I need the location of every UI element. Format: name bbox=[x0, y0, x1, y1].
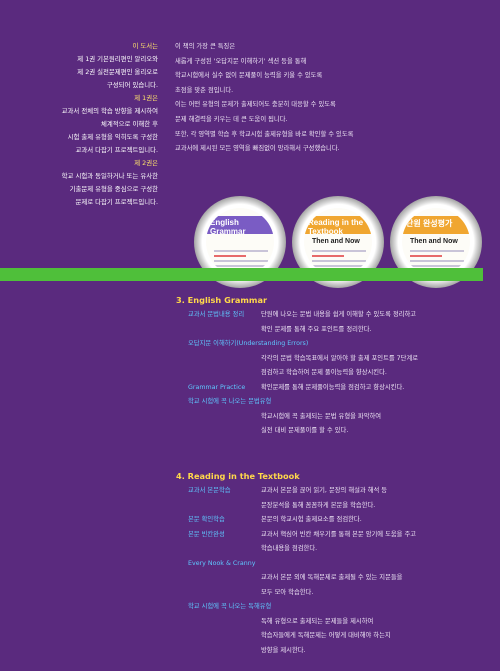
intro-right-line: 또한, 각 영역별 학습 후 학교시험 출제유형을 바로 확인할 수 있도록 bbox=[175, 130, 354, 138]
intro-left-line: 구성되어 있습니다. bbox=[106, 81, 158, 89]
thumbnail-page: English Grammar bbox=[206, 208, 274, 276]
item-description: 점검하고 학습하여 문제 풀이능력을 향상시킨다. bbox=[261, 369, 387, 376]
intro-left-line: 제 2권은 bbox=[134, 159, 158, 167]
item-row: 본문 빈칸완성 교과서 핵심어 빈칸 채우기를 통해 본문 암기에 도움을 주고 bbox=[176, 528, 486, 543]
intro-left-line: 이 도서는 bbox=[132, 42, 158, 50]
intro-left-line: 제 2권 실전문제편인 올리오로 bbox=[77, 68, 158, 76]
item-description: 교과서 본문을 끊어 읽기, 문장의 해설과 해석 등 bbox=[261, 487, 388, 494]
intro-right-line: 교과서에 제시된 모든 영역을 빠짐없이 망라해서 구성했습니다. bbox=[175, 145, 340, 153]
item-description: 교과서 본문 외에 독해문제로 출제될 수 있는 지문들을 bbox=[261, 574, 403, 581]
item-description: 문장분석을 통해 꼼꼼하게 본문을 학습한다. bbox=[261, 501, 376, 509]
item-row: 교과서 본문학습 교과서 본문을 끊어 읽기, 문장의 해설과 해석 등 bbox=[176, 484, 486, 499]
item-label: 오답지문 이해하기(Understanding Errors) bbox=[188, 340, 309, 347]
item-description: 교과서 핵심어 빈칸 채우기를 통해 본문 암기에 도움을 주고 bbox=[261, 530, 417, 538]
intro-left-line: 시험 출제 유형을 익히도록 구성한 bbox=[67, 133, 158, 141]
item-description: 확인문제를 통해 문제풀이능력을 점검하고 향상시킨다. bbox=[261, 383, 405, 391]
thumbnail-heading: Then and Now bbox=[410, 238, 458, 245]
item-description: 확인 문제를 통해 주요 포인트를 정리한다. bbox=[261, 325, 372, 333]
intro-left-line: 교과서 전체의 학습 방향을 제시하여 bbox=[61, 107, 158, 115]
intro-right-line: 새롭게 구성된 '오답지문 이해하기' 섹션 등을 통해 bbox=[175, 57, 307, 65]
item-label: 학교 시험에 꼭 나오는 문법유형 bbox=[188, 398, 272, 405]
thumbnail-page: 단원 완성평가 Then and Now bbox=[402, 208, 470, 276]
item-row: Grammar Practice 확인문제를 통해 문제풀이능력을 점검하고 향상… bbox=[176, 381, 486, 396]
item-label: 본문 빈칸완성 bbox=[188, 530, 225, 538]
item-description: 학교시험에 꼭 출제되는 문법 유형을 파악하여 bbox=[261, 412, 382, 420]
divider-bar bbox=[0, 268, 483, 281]
intro-left-line: 제 1권은 bbox=[134, 94, 158, 102]
thumbnail-band-text: Reading in the Textbook bbox=[308, 218, 364, 236]
intro-left-line: 제 1권 기본원리편인 알리오와 bbox=[77, 55, 158, 63]
item-description: 본문의 학교시험 출제요소를 점검한다. bbox=[261, 516, 362, 523]
item-description: 학습자들에게 독해문제는 어떻게 대비해야 하는지 bbox=[261, 632, 391, 639]
intro-left-line: 문제로 다잡기 프로젝트입니다. bbox=[75, 198, 158, 206]
item-label: Grammar Practice bbox=[188, 383, 246, 391]
intro-right-line: 초점을 맞춘 점입니다. bbox=[175, 86, 234, 94]
item-description: 실전 대비 문제풀이를 할 수 있다. bbox=[261, 427, 349, 434]
item-label: 학교 시험에 꼭 나오는 독해유형 bbox=[188, 603, 272, 610]
item-label: 교과서 본문학습 bbox=[188, 487, 231, 494]
item-description: 독해 유형으로 출제되는 문제들을 제시하여 bbox=[261, 617, 374, 625]
thumbnail-band bbox=[304, 216, 372, 234]
item-description: 모두 모아 학습한다. bbox=[261, 588, 314, 596]
thumbnail-heading: Then and Now bbox=[312, 238, 360, 245]
section-english-grammar: 3. English Grammar 교과서 문법내용 정리 단원에 나오는 문법… bbox=[176, 295, 486, 439]
item-row: 본문 확인학습 본문의 학교시험 출제요소를 점검한다. bbox=[176, 513, 486, 528]
section-title: 4. Reading in the Textbook bbox=[176, 471, 300, 481]
thumbnail-band-text: English Grammar bbox=[210, 218, 246, 236]
thumbnail-band bbox=[402, 216, 470, 234]
item-description: 각각의 문법 학습목표에서 알아야 할 출제 포인트를 7단계로 bbox=[261, 354, 419, 362]
item-description: 방향을 제시한다. bbox=[261, 646, 306, 654]
item-description: 단원에 나오는 문법 내용을 쉽게 이해할 수 있도록 정리하고 bbox=[261, 311, 417, 318]
intro-right-line: 문제 해결력을 키우는 데 큰 도움이 됩니다. bbox=[175, 115, 288, 123]
intro-left-line: 학교 시험과 동일하거나 또는 유사한 bbox=[61, 172, 158, 180]
intro-left-line: 기출문제 유형을 중심으로 구성한 bbox=[69, 185, 158, 193]
intro-left-line: 체계적으로 이해한 후 bbox=[101, 120, 158, 128]
intro-right-line: 이는 어떤 유형의 문제가 출제되어도 충분히 대응할 수 있도록 bbox=[175, 101, 336, 109]
intro-right-line: 학교시험에서 실수 없이 문제풀이 능력을 키울 수 있도록 bbox=[175, 72, 323, 80]
item-label: Every Nook & Cranny bbox=[188, 559, 256, 567]
item-description: 학습내용을 점검한다. bbox=[261, 545, 318, 552]
item-label: 교과서 문법내용 정리 bbox=[188, 311, 245, 318]
intro-left-line: 교과서 다잡기 프로젝트입니다. bbox=[75, 146, 158, 154]
item-label: 본문 확인학습 bbox=[188, 516, 225, 523]
thumbnail-band-text: 단원 완성평가 bbox=[406, 219, 453, 228]
item-row: 교과서 문법내용 정리 단원에 나오는 문법 내용을 쉽게 이해할 수 있도록 정… bbox=[176, 308, 486, 323]
intro-right-line: 이 책의 가장 큰 특징은 bbox=[175, 43, 236, 50]
thumbnail-band bbox=[206, 216, 274, 234]
section-title: 3. English Grammar bbox=[176, 295, 268, 305]
